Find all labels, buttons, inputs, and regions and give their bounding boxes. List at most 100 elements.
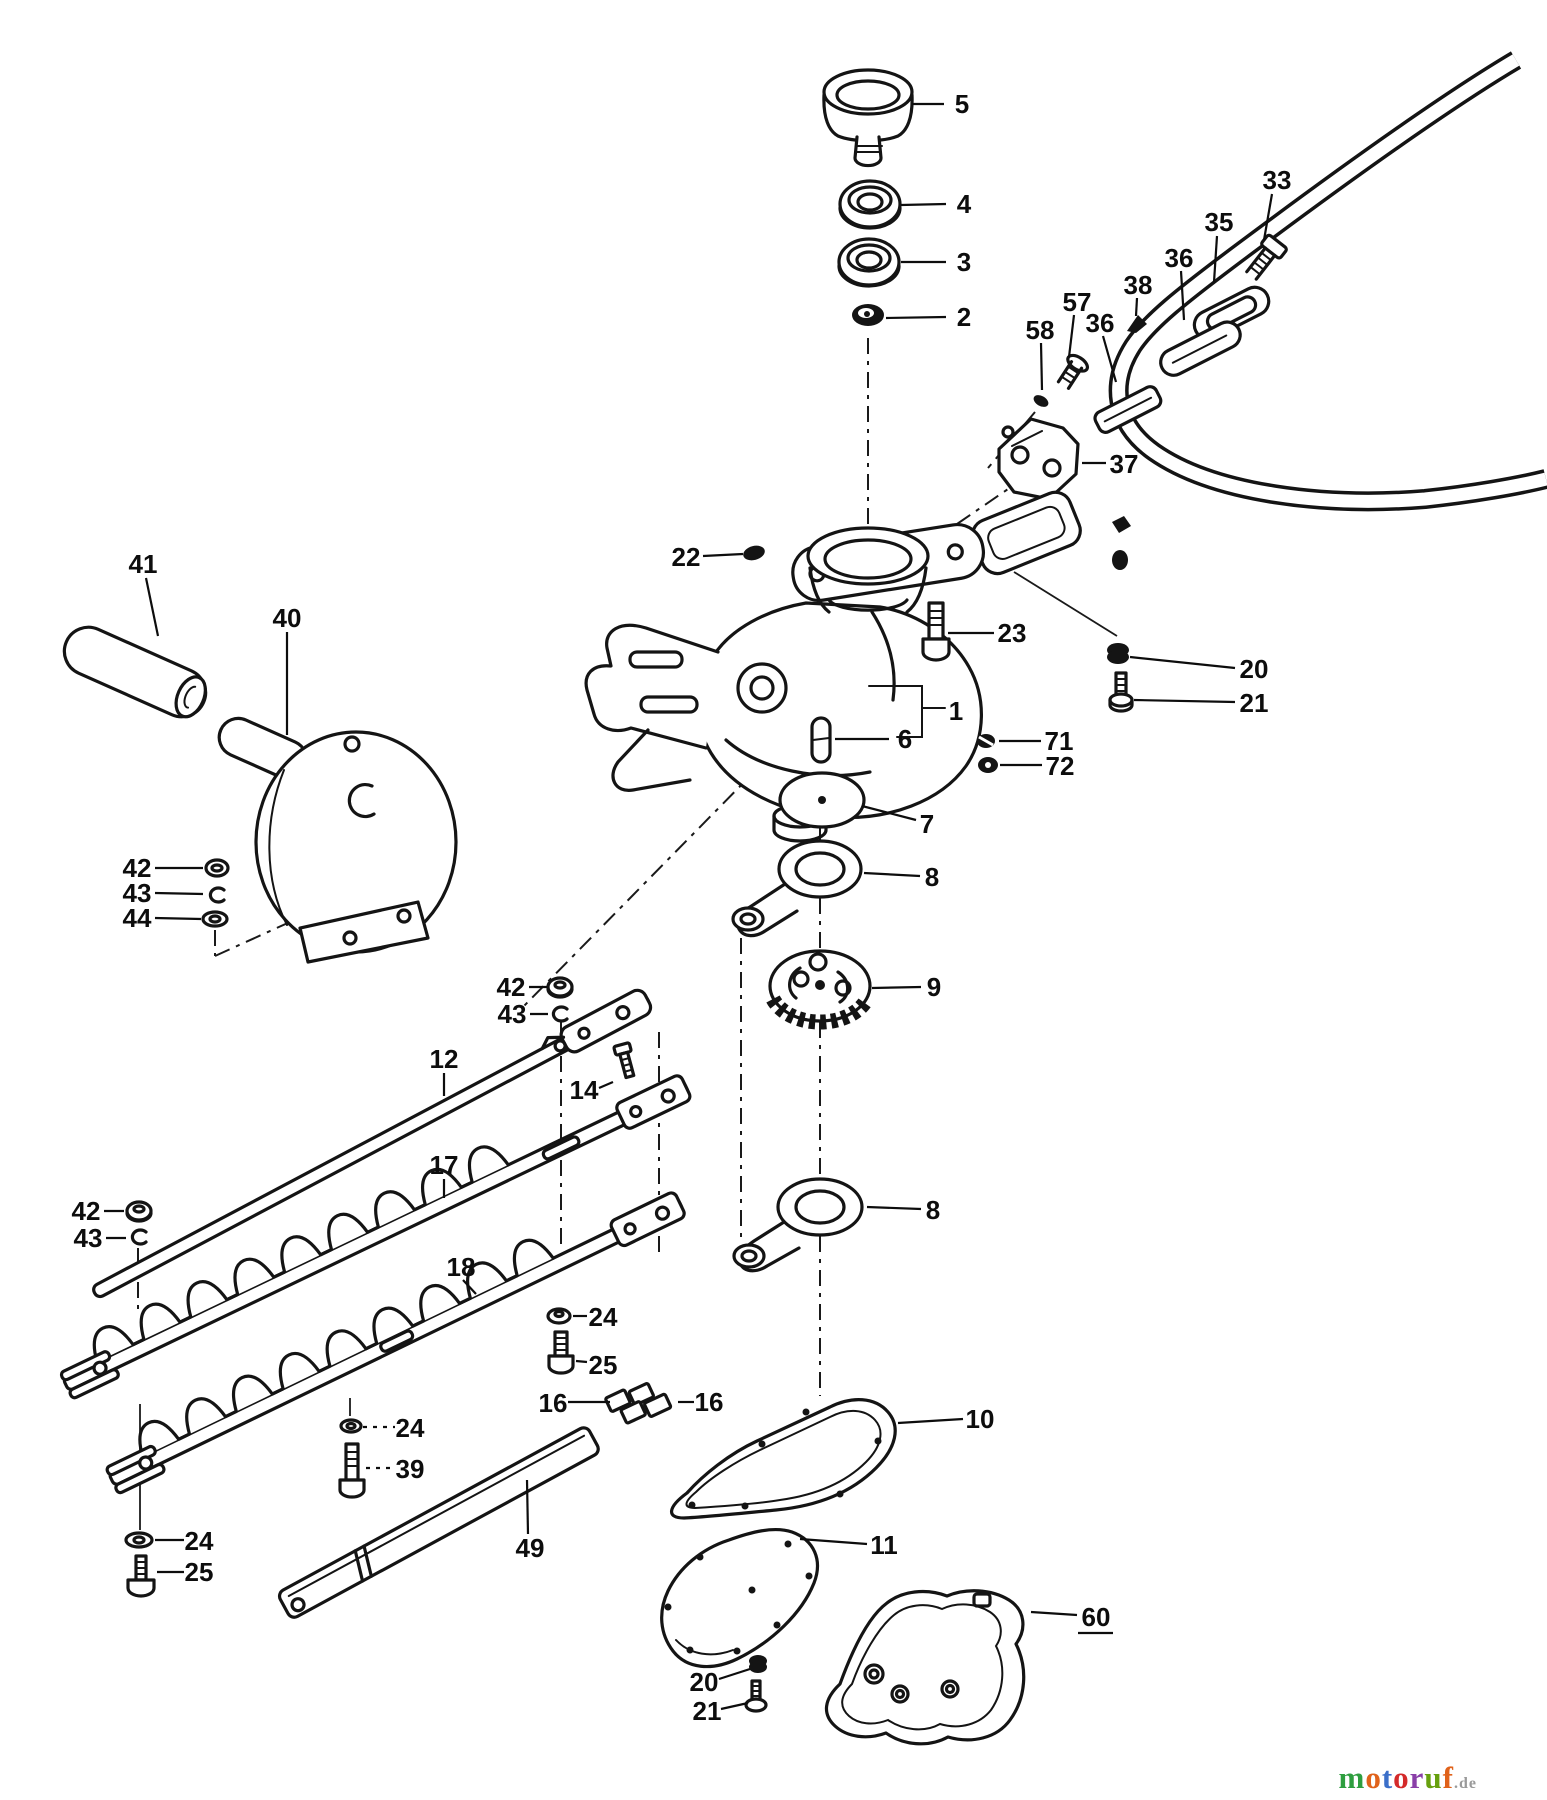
eccentric-gear-9 [766, 949, 874, 1030]
leader-line-18-36 [462, 1279, 477, 1295]
part-label-17-35: 17 [430, 1150, 459, 1180]
part-label-71-18: 71 [1045, 726, 1074, 756]
cover-11 [660, 1528, 819, 1669]
watermark-suffix: .de [1454, 1775, 1477, 1792]
leader-line-8-23 [866, 1205, 922, 1211]
washer-24-right [339, 1418, 363, 1434]
part-label-72-19: 72 [1046, 751, 1075, 781]
part-label-24-41: 24 [396, 1413, 425, 1443]
leader-line-44-28 [154, 916, 202, 921]
part-label-20-48: 20 [690, 1667, 719, 1697]
connecting-rod-lower-8 [732, 1177, 864, 1273]
clamp-saddle-36 [1159, 320, 1242, 377]
bracket-gasket [970, 490, 1082, 576]
part-label-43-27: 43 [123, 878, 152, 908]
nut-42-mid [546, 976, 574, 999]
part-label-40-25: 40 [273, 603, 302, 633]
part-label-39-42: 39 [396, 1454, 425, 1484]
bearing-lower [837, 237, 901, 288]
part-label-49-43: 49 [516, 1533, 545, 1563]
bolt-25-bottom [126, 1554, 156, 1598]
part-label-6-17: 6 [898, 724, 912, 754]
bearing-upper [838, 179, 902, 230]
leader-line-20-14 [1129, 655, 1236, 670]
leader-line-33-4 [1262, 193, 1274, 241]
pin-58 [1033, 395, 1049, 407]
part-label-8-21: 8 [925, 862, 939, 892]
clutch-drum [822, 68, 914, 168]
part-label-43-32: 43 [74, 1223, 103, 1253]
leader-line-35-5 [1212, 235, 1219, 283]
screw-14 [612, 1041, 636, 1080]
nut-20-upper [1107, 643, 1129, 664]
cover-60 [825, 1589, 1026, 1746]
part-label-24-37: 24 [589, 1302, 618, 1332]
part-label-38-7: 38 [1124, 270, 1153, 300]
part-label-7-20: 7 [920, 809, 934, 839]
part-label-42-26: 42 [123, 853, 152, 883]
clamp-pad-36 [1093, 385, 1163, 434]
part-label-8-23: 8 [926, 1195, 940, 1225]
part-label-9-22: 9 [927, 972, 941, 1002]
cutter-blade-17 [59, 1074, 692, 1400]
watermark-letter: u [1424, 1760, 1443, 1795]
part-label-25-45: 25 [185, 1557, 214, 1587]
nut-fastener [1112, 550, 1128, 570]
part-label-58-9: 58 [1026, 315, 1055, 345]
blade-guard-40 [254, 730, 458, 964]
bolt-23 [921, 601, 951, 662]
part-label-18-36: 18 [447, 1252, 476, 1282]
leader-line-20-48 [718, 1667, 751, 1681]
leader-line-57-8 [1067, 314, 1076, 358]
leader-line-36-6 [1179, 270, 1186, 321]
part-label-42-29: 42 [497, 972, 526, 1002]
clip-22 [743, 545, 765, 561]
part-label-43-30: 43 [498, 999, 527, 1029]
leader-line-11-47 [799, 1537, 868, 1546]
watermark-letter: f [1442, 1760, 1454, 1795]
part-label-24-44: 24 [185, 1526, 214, 1556]
nut-24-mid [546, 1307, 572, 1325]
bracket-37 [997, 417, 1080, 501]
watermark-letter: o [1365, 1760, 1382, 1795]
handlebar-tube [1108, 51, 1547, 512]
watermark-letter: t [1381, 1760, 1394, 1795]
part-label-14-34: 14 [570, 1075, 599, 1105]
clip-43-mid [551, 1005, 569, 1023]
lock-nut [852, 304, 884, 326]
part-label-11-47: 11 [870, 1530, 898, 1560]
leader-line-8-21 [863, 871, 921, 878]
bolt-21-upper [1108, 671, 1134, 713]
leader-line-43-27 [154, 891, 204, 896]
part-label-16-39: 16 [539, 1388, 568, 1418]
leader-line-49-43 [525, 1479, 530, 1535]
connecting-rod-upper-8 [731, 839, 863, 938]
gear-housing [584, 522, 986, 843]
clip-43-left [130, 1228, 148, 1246]
gasket-10 [670, 1398, 897, 1520]
part-label-57-8: 57 [1063, 287, 1092, 317]
nut-20-bottom [749, 1655, 767, 1673]
part-label-1-16: 1 [949, 696, 963, 726]
part-label-5-0: 5 [955, 89, 969, 119]
bolt-25-mid [547, 1330, 575, 1375]
part-label-10-46: 10 [966, 1404, 995, 1434]
part-label-16-40: 16 [695, 1387, 724, 1417]
part-label-4-1: 4 [957, 189, 972, 219]
part-label-35-5: 35 [1205, 207, 1234, 237]
spacer-clamp-16 [604, 1382, 673, 1425]
nut-72 [978, 757, 998, 773]
guard-fasteners-42-43-44 [201, 858, 230, 928]
part-label-3-2: 3 [957, 247, 971, 277]
handle-grip-41 [62, 625, 208, 719]
part-label-12-33: 12 [430, 1044, 459, 1074]
bolt-39 [338, 1442, 366, 1499]
part-label-36-6: 36 [1165, 243, 1194, 273]
watermark-motoruf-link[interactable]: motoruf.de [1339, 1760, 1478, 1796]
leader-line-14-34 [598, 1080, 614, 1090]
leader-line-10-46 [897, 1417, 964, 1425]
part-label-2-3: 2 [957, 302, 971, 332]
callout-bracket-1 [868, 685, 946, 738]
leader-line-9-22 [871, 985, 922, 990]
clip-fastener [1112, 516, 1131, 533]
